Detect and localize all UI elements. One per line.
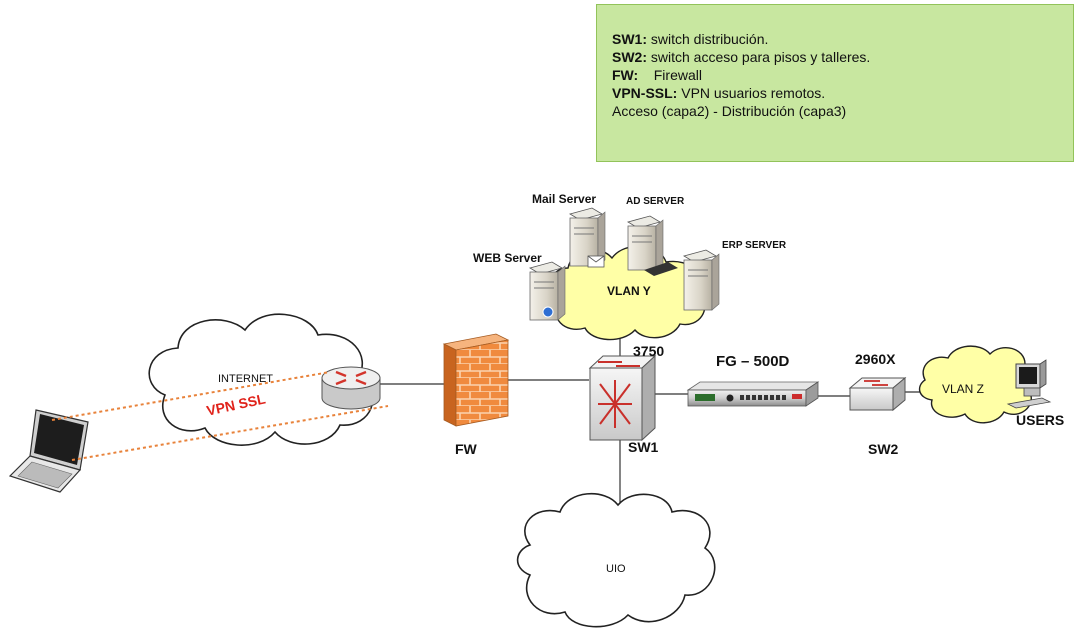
sw2-icon bbox=[848, 376, 907, 412]
legend-text: Acceso (capa2) - Distribución (capa3) bbox=[612, 103, 847, 119]
mail-server-label: Mail Server bbox=[532, 192, 597, 206]
firewall-icon bbox=[442, 333, 510, 427]
sw2-label: SW2 bbox=[868, 441, 899, 457]
sw2-model-label: 2960X bbox=[855, 351, 896, 367]
laptop-icon bbox=[8, 409, 89, 493]
legend-text: switch acceso para pisos y talleres. bbox=[647, 49, 871, 65]
legend-text: VPN usuarios remotos. bbox=[677, 85, 826, 101]
legend-key: SW1: bbox=[612, 31, 647, 47]
fortigate-label: FG – 500D bbox=[716, 353, 790, 370]
legend-text: switch distribución. bbox=[647, 31, 769, 47]
sw1-icon bbox=[588, 354, 657, 442]
users-pc-icon bbox=[1006, 359, 1052, 409]
internet-label: INTERNET bbox=[218, 373, 273, 385]
legend-row-layers: Acceso (capa2) - Distribución (capa3) bbox=[612, 102, 1073, 120]
erp-server-icon bbox=[682, 249, 720, 311]
sw1-model-label: 3750 bbox=[633, 343, 665, 359]
ad-server-label: AD SERVER bbox=[626, 196, 685, 207]
legend-box: SW1: switch distribución. SW2: switch ac… bbox=[596, 4, 1074, 162]
users-label: USERS bbox=[1016, 412, 1065, 428]
legend-key: VPN-SSL: bbox=[612, 85, 678, 101]
uio-label: UIO bbox=[606, 563, 626, 575]
legend-row-sw1: SW1: switch distribución. bbox=[612, 30, 1073, 48]
legend-text: Firewall bbox=[638, 67, 702, 83]
vlan-y-label: VLAN Y bbox=[607, 284, 651, 298]
legend-row-sw2: SW2: switch acceso para pisos y talleres… bbox=[612, 48, 1073, 66]
fortigate-icon bbox=[686, 381, 820, 407]
ad-server-icon bbox=[626, 215, 678, 276]
mail-server-icon bbox=[568, 207, 606, 268]
fw-label: FW bbox=[455, 441, 477, 457]
web-server-icon bbox=[528, 261, 566, 321]
router-icon bbox=[321, 366, 381, 410]
vpn-tunnel bbox=[51, 371, 389, 461]
sw1-label: SW1 bbox=[628, 439, 659, 455]
legend-row-fw: FW: Firewall bbox=[612, 66, 1073, 84]
vlan-z-label: VLAN Z bbox=[942, 382, 985, 396]
uio-cloud bbox=[516, 492, 716, 628]
erp-server-label: ERP SERVER bbox=[722, 240, 787, 251]
web-server-label: WEB Server bbox=[473, 251, 542, 265]
legend-key: FW: bbox=[612, 67, 639, 83]
legend-key: SW2: bbox=[612, 49, 647, 65]
legend-row-vpn: VPN-SSL: VPN usuarios remotos. bbox=[612, 84, 1073, 102]
